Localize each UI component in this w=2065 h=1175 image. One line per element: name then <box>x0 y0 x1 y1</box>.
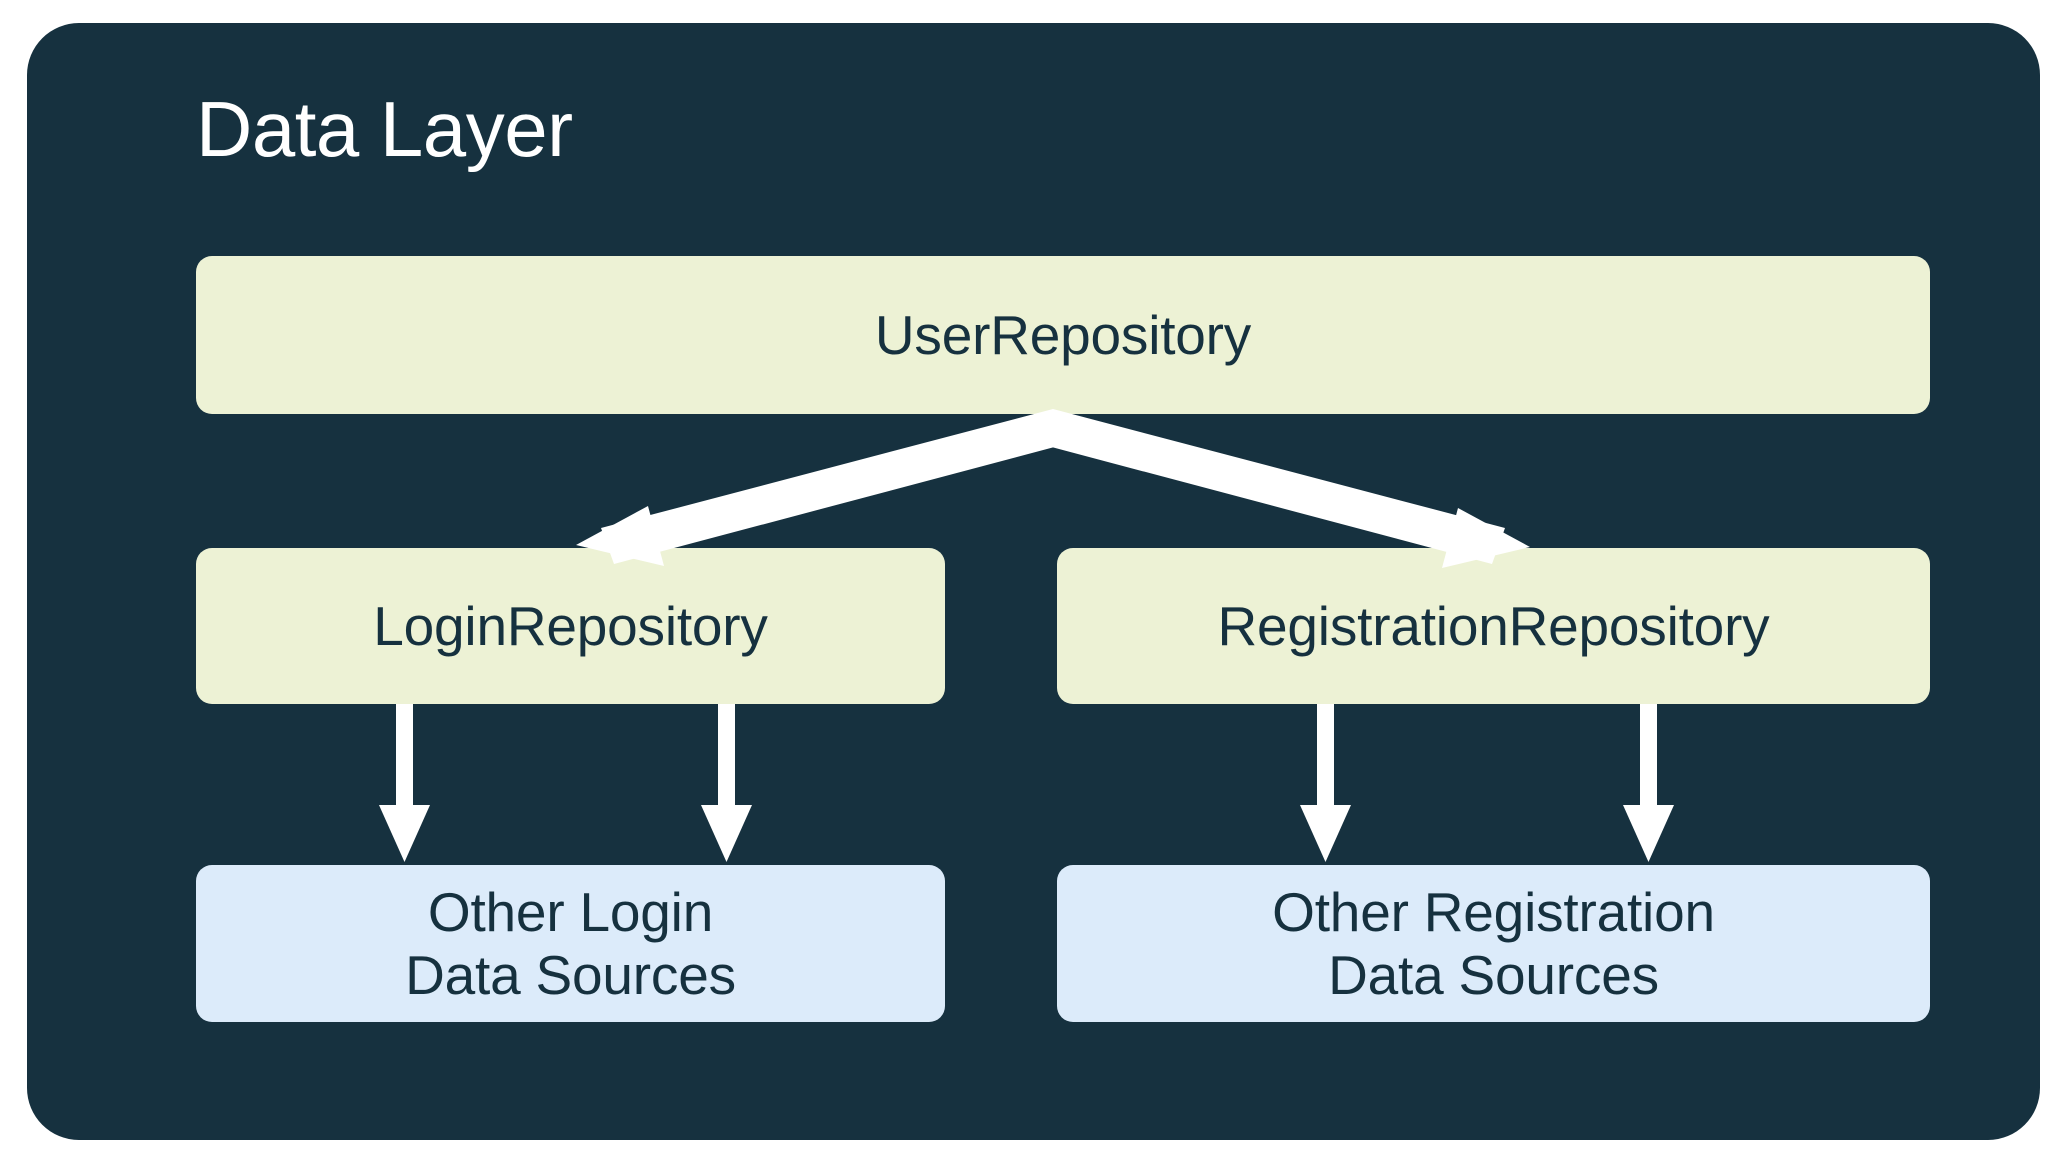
node-user-repository[interactable]: UserRepository <box>196 256 1930 414</box>
node-user-repository-label: UserRepository <box>874 303 1252 366</box>
node-other-login-data-sources-label: Other Login Data Sources <box>405 880 736 1006</box>
node-registration-repository[interactable]: RegistrationRepository <box>1057 548 1930 704</box>
node-registration-repository-label: RegistrationRepository <box>1217 594 1770 657</box>
node-other-registration-data-sources[interactable]: Other Registration Data Sources <box>1057 865 1930 1022</box>
node-other-login-data-sources[interactable]: Other Login Data Sources <box>196 865 945 1022</box>
node-other-registration-data-sources-label: Other Registration Data Sources <box>1272 880 1715 1006</box>
node-login-repository[interactable]: LoginRepository <box>196 548 945 704</box>
node-login-repository-label: LoginRepository <box>373 594 768 657</box>
data-layer-container: Data Layer UserRepository LoginRepositor… <box>27 23 2040 1140</box>
page-title: Data Layer <box>196 85 573 173</box>
